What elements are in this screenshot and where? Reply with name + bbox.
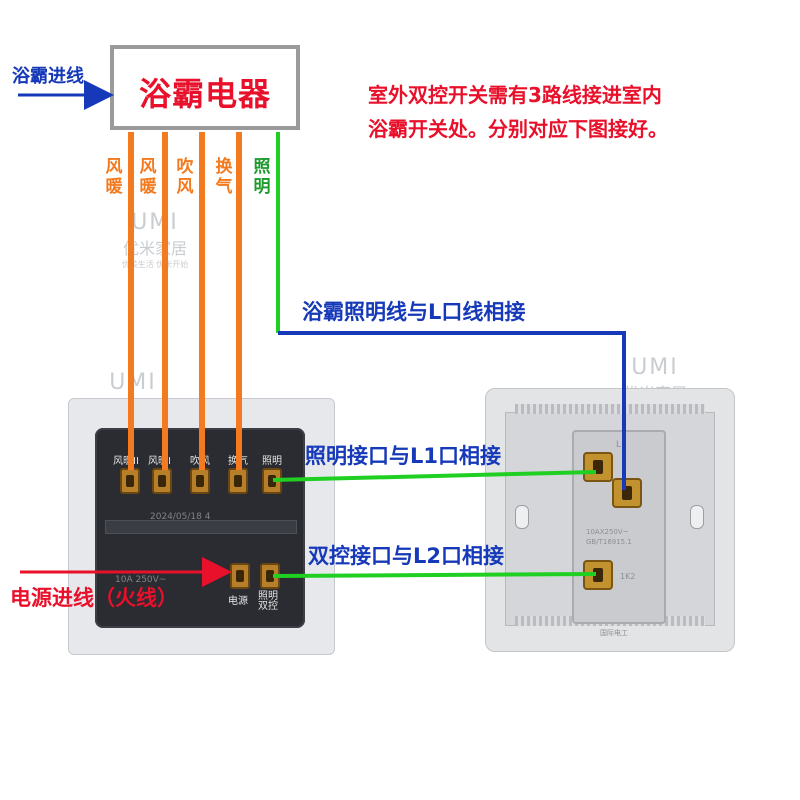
switch-terminal-label: 照明双控: [258, 591, 278, 612]
watermark-brand: UMI: [631, 355, 679, 380]
switch-terminal-power: [230, 563, 250, 589]
socket-port-label: L: [616, 440, 622, 450]
label-dual-port-l2: 双控接口与L2口相接: [308, 544, 504, 568]
wire-label-heat-1: 风暖: [139, 157, 157, 197]
socket-mark: 1K2: [620, 572, 636, 581]
socket-terminal-l1: [583, 452, 613, 482]
wire-label-heat-2: 风暖: [105, 157, 123, 197]
note-line-1: 室外双控开关需有3路线接进室内: [368, 83, 662, 107]
watermark: UMI 优米家居 优美生活 优米开始: [100, 210, 210, 270]
switch-date: 2024/05/18 4: [150, 512, 211, 522]
watermark-name: 优米家居: [122, 239, 187, 258]
switch-terminal-label: 电源: [228, 596, 248, 607]
switch-terminal-label: 换气: [228, 456, 248, 467]
switch-terminal-blow: [190, 468, 210, 494]
wire-label-light: 照明: [253, 157, 271, 197]
switch-bracket: [105, 520, 297, 534]
label-lighting-port-l1: 照明接口与L1口相接: [305, 444, 501, 468]
switch-rating: 10A 250V~: [115, 575, 167, 585]
socket-screw-hole: [690, 505, 704, 529]
switch-terminal-heat-1: [152, 468, 172, 494]
switch-terminal-dual: [260, 563, 280, 589]
note-line-2: 浴霸开关处。分别对应下图接好。: [368, 117, 668, 141]
appliance-title: 浴霸电器: [138, 75, 271, 113]
label-power-in: 电源进线（火线）: [10, 586, 178, 610]
socket-grille: [515, 404, 705, 414]
wire-label-blow: 吹风: [176, 157, 194, 197]
socket-terminal-l2: [583, 560, 613, 590]
watermark-slogan: 优美生活 优米开始: [121, 260, 189, 269]
socket-spec-1: 10AX250V~: [586, 528, 629, 536]
watermark-brand: UMI: [109, 370, 157, 395]
watermark-brand: UMI: [131, 210, 179, 235]
socket-brand: 国际电工: [600, 629, 628, 637]
switch-terminal-label: 吹风: [190, 456, 210, 467]
wire-label-vent: 换气: [215, 157, 233, 197]
instruction-note: 室外双控开关需有3路线接进室内 浴霸开关处。分别对应下图接好。: [368, 78, 668, 146]
switch-terminal-heat-2: [120, 468, 140, 494]
switch-terminal-label: 风暖I: [148, 456, 171, 467]
appliance-box: 浴霸电器: [110, 45, 300, 130]
switch-terminal-vent: [228, 468, 248, 494]
incoming-label: 浴霸进线: [12, 66, 84, 87]
label-lighting-to-l: 浴霸照明线与L口线相接: [302, 300, 526, 324]
switch-terminal-label: 照明: [262, 456, 282, 467]
switch-terminal-label: 风暖II: [113, 456, 139, 467]
socket-screw-hole: [515, 505, 529, 529]
switch-terminal-light: [262, 468, 282, 494]
socket-terminal-l: [612, 478, 642, 508]
socket-spec-2: GB/T16915.1: [586, 538, 632, 546]
